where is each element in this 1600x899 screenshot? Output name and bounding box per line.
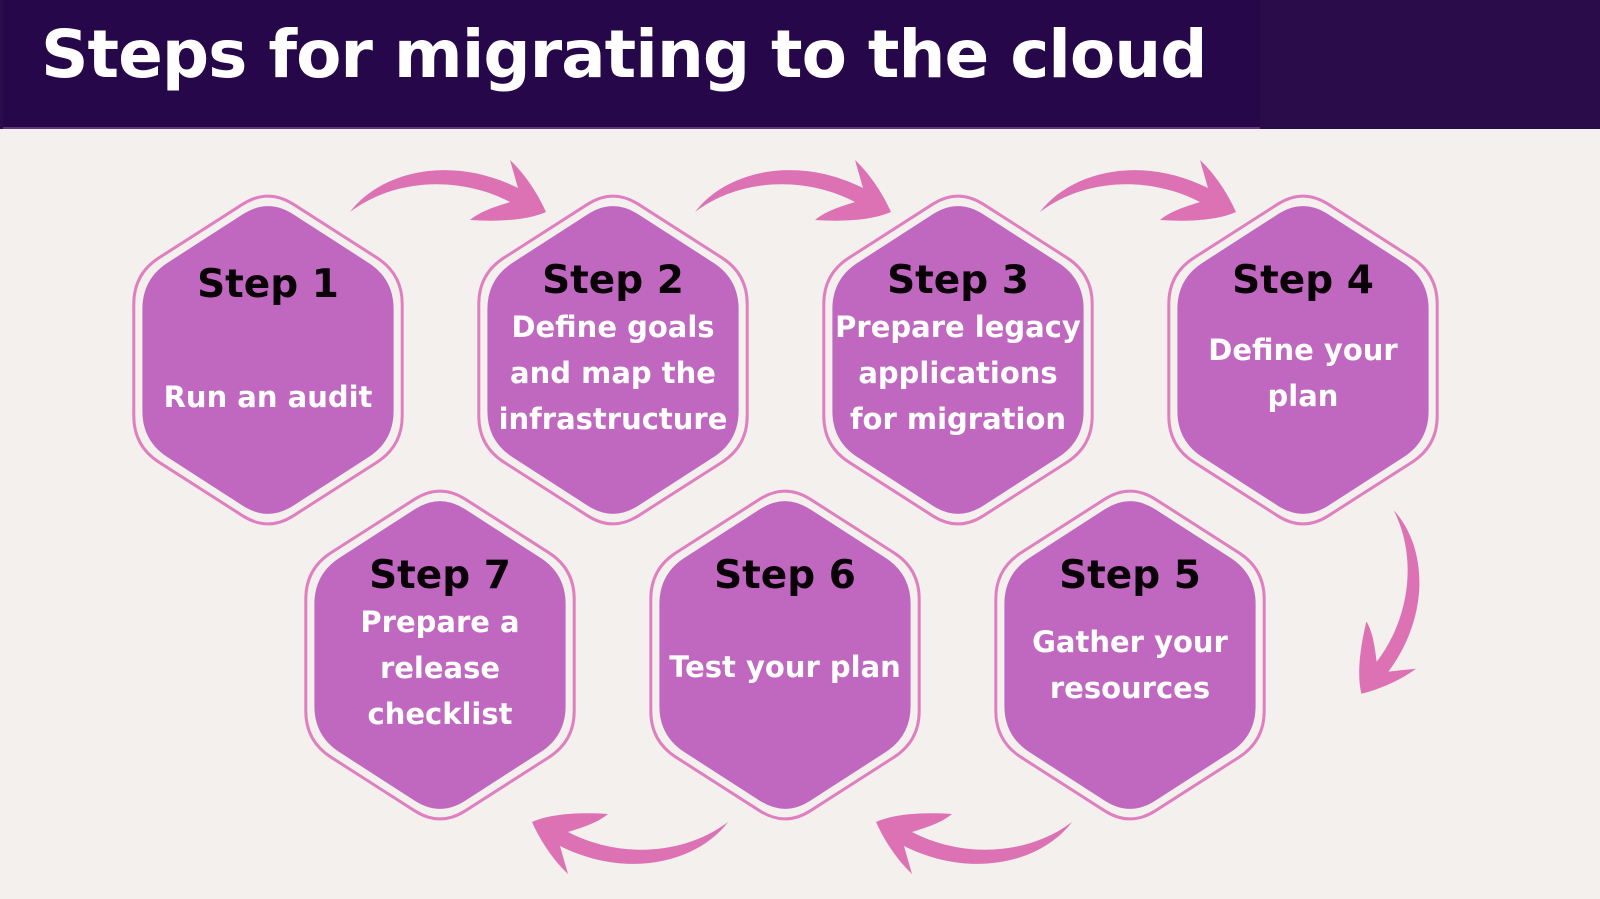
step-description-line: Gather your <box>1032 625 1228 659</box>
step-description-line: Run an audit <box>163 380 373 414</box>
arrow-step1-to-step2-icon <box>350 160 546 221</box>
step-3-label: Step 3 Prepare legacy applications for migr… <box>818 258 1098 442</box>
step-description-line: Define your <box>1208 333 1398 367</box>
hexagon-fill <box>1004 501 1256 809</box>
step-7-label: Step 7 Prepare a release checklist <box>300 553 580 737</box>
title-box: Steps for migrating to the cloud <box>3 0 1260 129</box>
arrow-step6-to-step7-icon <box>532 813 728 874</box>
arrow-step5-to-step6-icon <box>876 813 1072 874</box>
step-description-line: and map the <box>510 356 716 390</box>
step-3-hexagon <box>822 194 1094 526</box>
step-title: Step 6 <box>714 553 856 598</box>
hexagon-outline <box>304 489 576 821</box>
step-description-line: resources <box>1049 671 1211 705</box>
step-1-label: Step 1 Run an audit <box>128 262 408 420</box>
step-description-line: release <box>379 651 501 685</box>
arrow-step4-to-step5-icon <box>1359 510 1420 694</box>
step-1-hexagon <box>132 194 404 526</box>
hexagon-outline <box>132 194 404 526</box>
hexagon-outline <box>822 194 1094 526</box>
step-title: Step 5 <box>1059 553 1201 598</box>
step-description-line: Test your plan <box>669 650 901 684</box>
step-description-line: infrastructure <box>498 402 728 436</box>
hexagon-fill <box>832 206 1084 514</box>
step-title: Step 3 <box>887 258 1029 303</box>
hexagon-outline <box>994 489 1266 821</box>
hexagon-fill <box>314 501 566 809</box>
arrow-step3-to-step4-icon <box>1040 160 1236 221</box>
step-description-line: Prepare a <box>360 605 520 639</box>
arrow-step2-to-step3-icon <box>695 160 891 221</box>
step-6-label: Step 6 Test your plan <box>645 553 925 690</box>
step-description-line: Define goals <box>511 310 715 344</box>
step-description-line: for migration <box>849 402 1067 436</box>
hexagon-fill <box>142 206 394 514</box>
step-5-hexagon <box>994 489 1266 821</box>
step-title: Step 7 <box>369 553 511 598</box>
step-description-line: Prepare legacy <box>835 310 1081 344</box>
step-5-label: Step 5 Gather your resources <box>990 553 1270 711</box>
step-title: Step 2 <box>542 258 684 303</box>
step-description-line: checklist <box>367 697 513 731</box>
hexagon-fill <box>487 206 739 514</box>
step-7-hexagon <box>304 489 576 821</box>
hexagon-fill <box>659 501 911 809</box>
step-title: Step 4 <box>1232 258 1374 303</box>
hexagon-outline <box>477 194 749 526</box>
step-6-hexagon <box>649 489 921 821</box>
step-2-label: Step 2 Define goals and map the infrastruct… <box>473 258 753 442</box>
step-description-line: plan <box>1267 379 1339 413</box>
hexagon-fill <box>1177 206 1429 514</box>
page-title: Steps for migrating to the cloud <box>41 16 1208 93</box>
hexagon-outline <box>649 489 921 821</box>
step-2-hexagon <box>477 194 749 526</box>
step-description-line: applications <box>858 356 1058 390</box>
step-title: Step 1 <box>197 262 339 307</box>
hexagon-outline <box>1167 194 1439 526</box>
step-4-hexagon <box>1167 194 1439 526</box>
step-4-label: Step 4 Define your plan <box>1163 258 1443 419</box>
